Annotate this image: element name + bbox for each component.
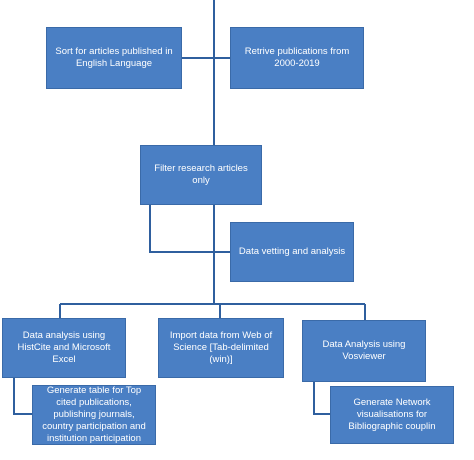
connector-vosviewer-to-network — [313, 382, 330, 415]
node-top-cited-table: Generate table for Top cited publication… — [32, 385, 156, 445]
node-retrieve-publications: Retrive publications from 2000-2019 — [230, 27, 364, 89]
node-filter-research: Filter research articles only — [140, 145, 262, 205]
node-network-visualisations: Generate Network visualisations for Bibl… — [330, 386, 454, 444]
node-import-wos: Import data from Web of Science [Tab-del… — [158, 318, 284, 378]
connector-histcite-to-table — [13, 378, 32, 415]
node-data-vetting: Data vetting and analysis — [230, 222, 354, 282]
node-vosviewer-analysis: Data Analysis using Vosviewer — [302, 320, 426, 382]
node-sort-english: Sort for articles published in English L… — [46, 27, 182, 89]
connector-filter-to-vetting — [149, 205, 230, 253]
node-histcite-analysis: Data analysis using HistCite and Microso… — [2, 318, 126, 378]
